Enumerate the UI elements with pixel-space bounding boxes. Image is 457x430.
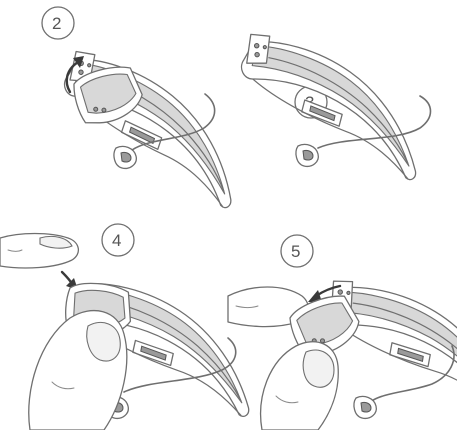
hearing-aid-icon	[44, 43, 264, 209]
finger-icon	[29, 311, 127, 430]
ear-dome-icon	[296, 144, 318, 166]
finger-icon	[0, 234, 78, 269]
step-4-panel: 4	[0, 224, 275, 430]
step-3-panel: 3	[223, 26, 444, 181]
finger-icon	[261, 342, 339, 430]
step-2-number: 2	[52, 14, 61, 33]
step-5-number: 5	[291, 242, 300, 261]
ear-dome-icon	[354, 396, 376, 418]
step-4-number: 4	[112, 231, 121, 250]
step-5-panel: 5	[228, 235, 457, 430]
hearing-aid-icon	[223, 26, 444, 181]
ear-dome-icon	[114, 146, 136, 168]
step-2-panel: 2	[42, 7, 264, 209]
